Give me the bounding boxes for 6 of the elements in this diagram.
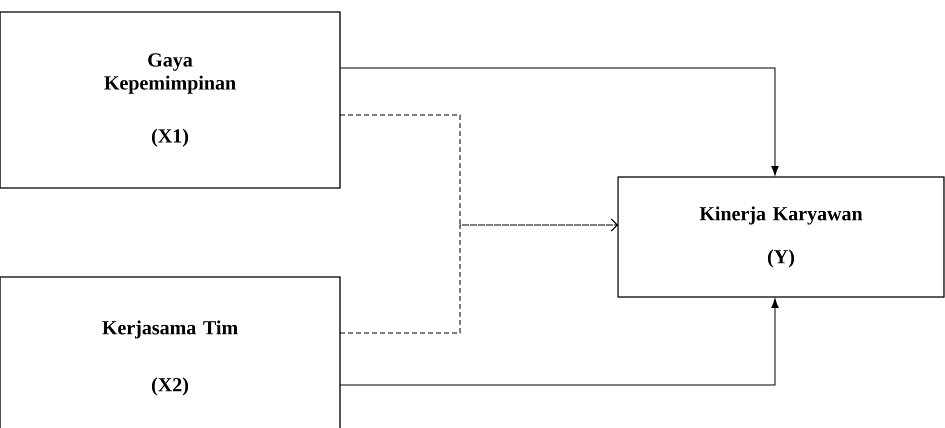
arrow — [340, 68, 779, 176]
variable-box: Kinerja Karyawan (Y) — [617, 176, 945, 298]
variable-box: Gaya Kepemimpinan (X1) — [0, 11, 341, 189]
variable-box: Kerjasama Tim (X2) — [0, 276, 341, 428]
arrow — [340, 298, 779, 386]
arrow — [340, 218, 618, 334]
